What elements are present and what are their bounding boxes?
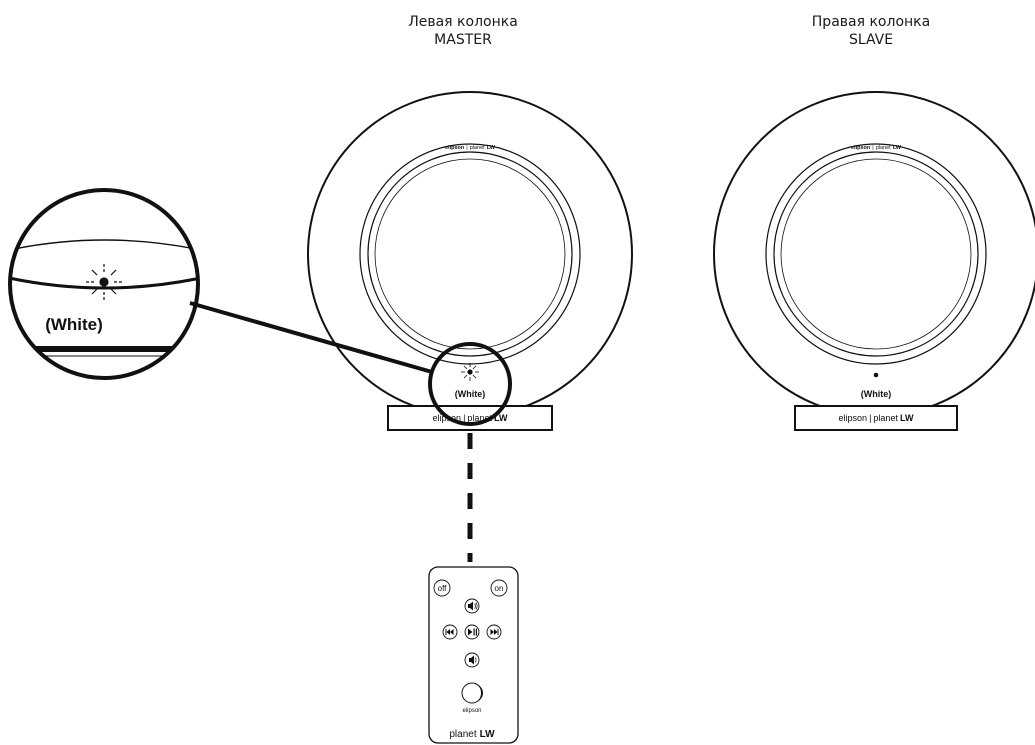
ring-brand: elipson [445,145,465,151]
right-led-steady-icon [873,372,879,378]
base-separator: | [463,413,465,423]
left-led-label: (White) [455,389,486,399]
zoom-led-label: (White) [45,315,103,334]
remote-model-suffix: LW [480,729,496,740]
zoom-base-top-edge [10,346,198,352]
ring-model-suffix: LW [893,145,902,151]
previous-icon[interactable] [442,624,458,640]
elipson-logo-icon [461,682,483,704]
right-led-label: (White) [861,389,892,399]
left-speaker-ring-outer [359,143,581,365]
left-led-blink-icon [461,363,479,381]
ring-separator: | [872,145,873,151]
zoom-led-blink-icon [86,264,122,300]
zoom-callout: (White) [8,188,200,380]
zoom-callout-frame [8,188,200,380]
right-speaker-ring-outer [765,143,987,365]
volume-down-icon[interactable] [464,652,480,668]
ring-model-suffix: LW [487,145,496,151]
play-pause-icon[interactable] [464,624,480,640]
remote-brand-label: elipson [462,708,481,714]
remote-on-label: on [495,584,504,593]
base-separator: | [869,413,871,423]
remote-model-name: planet [449,729,476,740]
left-speaker-driver [374,158,566,350]
left-speaker-role: MASTER [434,32,492,48]
right-speaker-title: Правая колонка [812,14,930,30]
right-speaker-driver [780,158,972,350]
remote-on-button[interactable]: on [490,579,508,597]
left-led-magnifier [428,342,512,426]
base-model-suffix: LW [900,413,914,423]
next-icon[interactable] [486,624,502,640]
remote-model-label: planet LW [449,729,495,740]
zoom-ring-outer-edge [10,239,198,253]
left-speaker-ring-inner [367,151,573,357]
remote-off-label: off [438,584,448,593]
remote-control: off on [428,566,519,744]
base-model: planet [873,413,898,423]
zoom-connector-line [189,301,433,374]
ring-model: planet [876,145,891,151]
volume-up-icon[interactable] [464,598,480,614]
right-speaker-ring-inner [773,151,979,357]
ring-separator: | [466,145,467,151]
right-speaker-base [794,405,958,431]
right-speaker-role: SLAVE [849,32,893,48]
left-speaker-outer-shell [307,91,633,417]
base-model-suffix: LW [494,413,508,423]
remote-off-button[interactable]: off [433,579,451,597]
base-model: planet [467,413,492,423]
right-speaker-outer-shell [713,91,1035,417]
ring-model: planet [470,145,485,151]
left-speaker-title: Левая колонка [408,14,518,30]
ring-brand: elipson [851,145,871,151]
zoom-ring-inner-edge [10,274,198,290]
base-brand: elipson [839,413,868,423]
